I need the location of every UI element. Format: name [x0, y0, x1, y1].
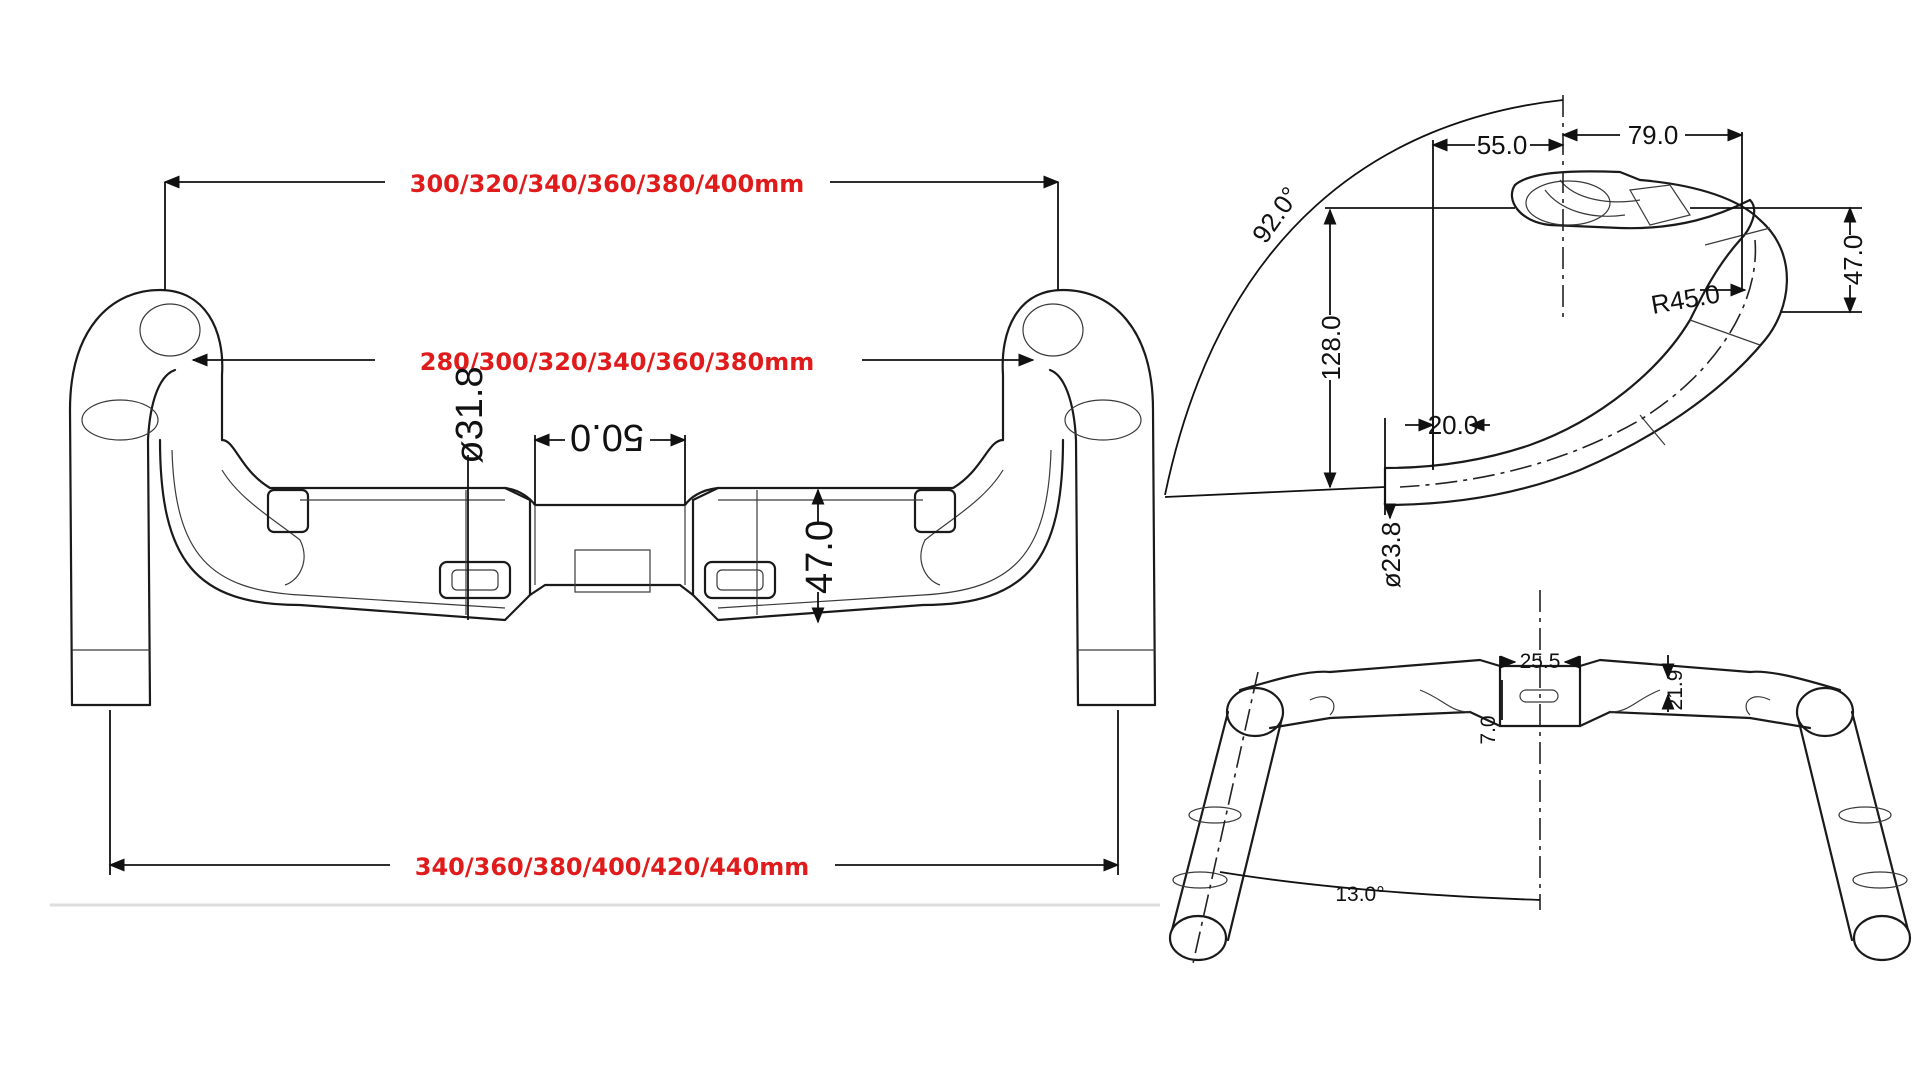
perspective-drop-centerline: [1191, 671, 1259, 969]
dim-bottom-width: 340/360/380/400/420/440mm: [108, 710, 1120, 881]
dim-sweep-angle: 13.0°: [1219, 871, 1541, 906]
dim-rise: 21.9: [1661, 655, 1687, 712]
side-profile: [1383, 170, 1788, 507]
stem-offset-label: 7.0: [1477, 715, 1500, 744]
radius-label: R45.0: [1649, 278, 1723, 320]
bottom-width-label: 340/360/380/400/420/440mm: [415, 853, 809, 881]
flare-angle-label: 92.0°: [1246, 181, 1306, 248]
reach-left-label: 55.0: [1477, 130, 1528, 160]
end-length-label: 20.0: [1428, 410, 1479, 440]
dim-reach-left: 55.0: [1431, 130, 1565, 470]
side-view: 92.0° 55.0 79.0 128.0: [1164, 95, 1868, 588]
dim-clamp-diameter: ø31.8: [449, 366, 491, 620]
dim-drop: 128.0: [1316, 207, 1515, 489]
drop-label: 128.0: [1316, 315, 1346, 380]
dim-drop-width: 300/320/340/360/380/400mm: [163, 170, 1060, 290]
drop-width-label: 300/320/340/360/380/400mm: [410, 170, 804, 198]
dim-stem-offset: 7.0: [1477, 680, 1503, 745]
dim-end-length: 20.0: [1384, 410, 1490, 468]
rise-label: 21.9: [1664, 670, 1687, 711]
dim-radius: R45.0: [1649, 278, 1747, 320]
clamp-width-label: 50.0: [570, 416, 644, 458]
dim-hood-width: 280/300/320/340/360/380mm: [191, 348, 1035, 376]
end-diameter-label: ø23.8: [1376, 522, 1406, 589]
clamp-diameter-label: ø31.8: [449, 366, 491, 463]
reach-right-label: 79.0: [1628, 120, 1679, 150]
dim-clamp-width: 50.0: [533, 416, 687, 505]
handlebar-outline: [68, 288, 1157, 707]
dim-stack: 47.0: [1690, 206, 1868, 314]
hood-width-label: 280/300/320/340/360/380mm: [420, 348, 814, 376]
dim-end-diameter: ø23.8: [1376, 468, 1406, 588]
stem-width-label: 25.5: [1520, 650, 1561, 673]
dim-stem-width: 25.5: [1499, 650, 1581, 673]
perspective-view: 25.5 7.0 21.9 13.0°: [1168, 590, 1912, 969]
sweep-angle-label: 13.0°: [1335, 883, 1384, 906]
dim-top-height: 47.0: [799, 488, 841, 624]
dim-reach-right: 79.0: [1561, 120, 1744, 290]
stack-label: 47.0: [1838, 235, 1868, 286]
top-height-label: 47.0: [799, 520, 841, 594]
front-view: 300/320/340/360/380/400mm 280/300/320/34…: [68, 170, 1157, 881]
